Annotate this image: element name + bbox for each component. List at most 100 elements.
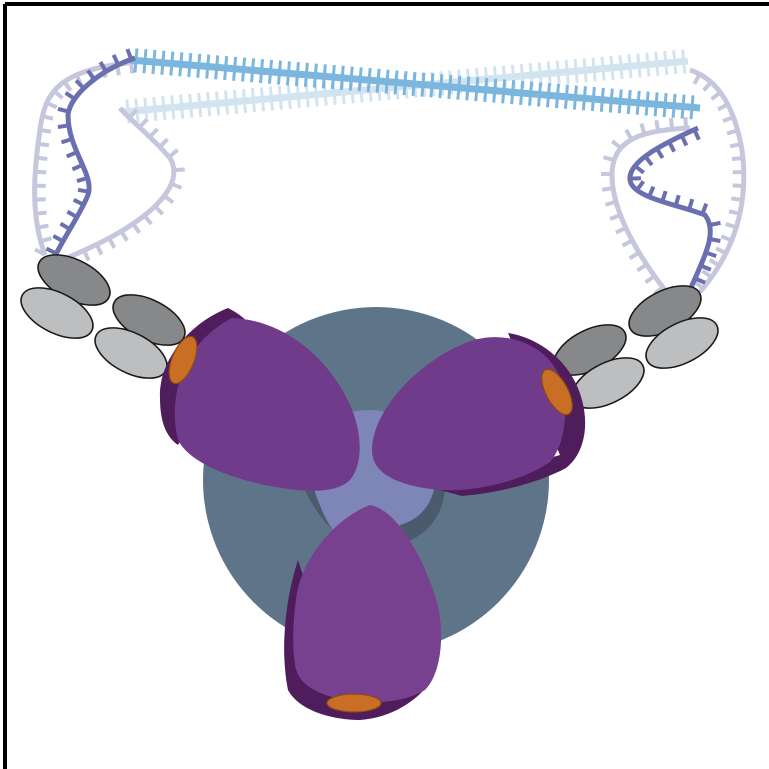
base-pair-tick: [208, 92, 210, 116]
base-pair-tick: [548, 83, 550, 107]
base-pair-tick: [225, 91, 227, 115]
base-pair-tick: [270, 87, 272, 111]
base-tick: [733, 185, 744, 186]
base-pair-tick: [395, 70, 397, 94]
base-tick: [703, 271, 712, 277]
base-tick: [36, 158, 47, 159]
base-tick: [58, 125, 69, 127]
base-pair-tick: [422, 73, 424, 97]
base-pair-tick: [199, 93, 201, 117]
base-tick: [41, 238, 52, 241]
base-tick: [78, 190, 89, 192]
base-tick: [35, 172, 46, 173]
base-tick: [150, 129, 158, 137]
base-pair-tick: [181, 95, 183, 119]
base-tick: [710, 223, 721, 225]
base-pair-tick: [252, 58, 254, 82]
base-pair-tick: [620, 55, 622, 79]
base-pair-tick: [485, 78, 487, 102]
base-pair-tick: [153, 50, 155, 74]
base-tick: [657, 149, 663, 158]
base-tick: [602, 188, 613, 190]
base-pair-tick: [683, 49, 685, 73]
base-pair-tick: [610, 89, 612, 113]
base-pair-tick: [261, 87, 263, 111]
base-pair-tick: [288, 85, 290, 109]
base-pair-tick: [638, 53, 640, 77]
base-pair-tick: [691, 95, 693, 119]
base-pair-tick: [350, 67, 352, 91]
base-pair-tick: [647, 53, 649, 77]
base-tick: [74, 200, 84, 205]
base-tick: [721, 236, 731, 240]
base-tick: [38, 144, 49, 145]
base-pair-tick: [557, 61, 559, 85]
base-tick: [38, 226, 49, 228]
base-tick: [155, 206, 163, 214]
base-tick: [702, 204, 706, 214]
base-pair-tick: [171, 52, 173, 76]
base-tick: [144, 215, 151, 224]
base-pair-tick: [297, 84, 299, 108]
base-tick: [704, 82, 711, 90]
base-tick: [710, 239, 721, 241]
base-pair-tick: [530, 82, 532, 106]
base-tick: [612, 141, 620, 148]
base-tick: [36, 213, 47, 214]
base-tick: [712, 93, 721, 100]
base-pair-tick: [314, 64, 316, 88]
base-pair-tick: [583, 86, 585, 110]
base-tick: [669, 142, 674, 152]
base-pair-tick: [341, 66, 343, 90]
base-pair-tick: [629, 54, 631, 78]
base-tick: [682, 136, 687, 146]
base-pair-tick: [413, 72, 415, 96]
base-tick: [616, 228, 626, 233]
base-pair-tick: [575, 59, 577, 83]
base-pair-tick: [359, 67, 361, 91]
base-tick: [160, 139, 168, 147]
base-pair-tick: [539, 83, 541, 107]
base-pair-tick: [449, 75, 451, 99]
base-tick: [716, 248, 726, 253]
base-pair-tick: [593, 58, 595, 82]
base-tick: [729, 211, 740, 213]
base-tick: [649, 187, 653, 197]
base-pair-tick: [646, 92, 648, 116]
base-tick: [140, 119, 147, 127]
base-tick: [121, 231, 127, 240]
base-tick: [53, 236, 63, 241]
base-pair-tick: [261, 59, 263, 83]
base-pair-tick: [243, 89, 245, 113]
base-pair-tick: [521, 81, 523, 105]
base-pair-tick: [252, 88, 254, 112]
base-tick: [701, 265, 711, 269]
base-tick: [47, 103, 57, 107]
base-pair-tick: [566, 60, 568, 84]
base-pair-tick: [458, 76, 460, 100]
base-tick: [66, 93, 75, 99]
base-pair-tick: [440, 74, 442, 98]
base-pair-tick: [574, 86, 576, 110]
base-pair-tick: [305, 63, 307, 87]
base-pair-tick: [592, 87, 594, 111]
base-tick: [133, 224, 139, 233]
base-tick: [730, 144, 741, 146]
base-pair-tick: [601, 88, 603, 112]
base-pair-tick: [664, 93, 666, 117]
base-tick: [645, 156, 652, 165]
base-tick: [164, 196, 173, 203]
base-pair-tick: [190, 94, 192, 118]
base-pair-tick: [565, 85, 567, 109]
base-pair-tick: [503, 80, 505, 104]
base-tick: [84, 250, 89, 260]
base-pair-tick: [673, 94, 675, 118]
base-tick: [109, 238, 114, 248]
base-pair-tick: [377, 69, 379, 93]
base-tick: [706, 252, 716, 256]
base-tick: [718, 104, 728, 109]
base-tick: [710, 260, 719, 266]
base-pair-tick: [144, 49, 146, 73]
base-pair-tick: [269, 60, 271, 84]
base-pair-tick: [674, 50, 676, 74]
